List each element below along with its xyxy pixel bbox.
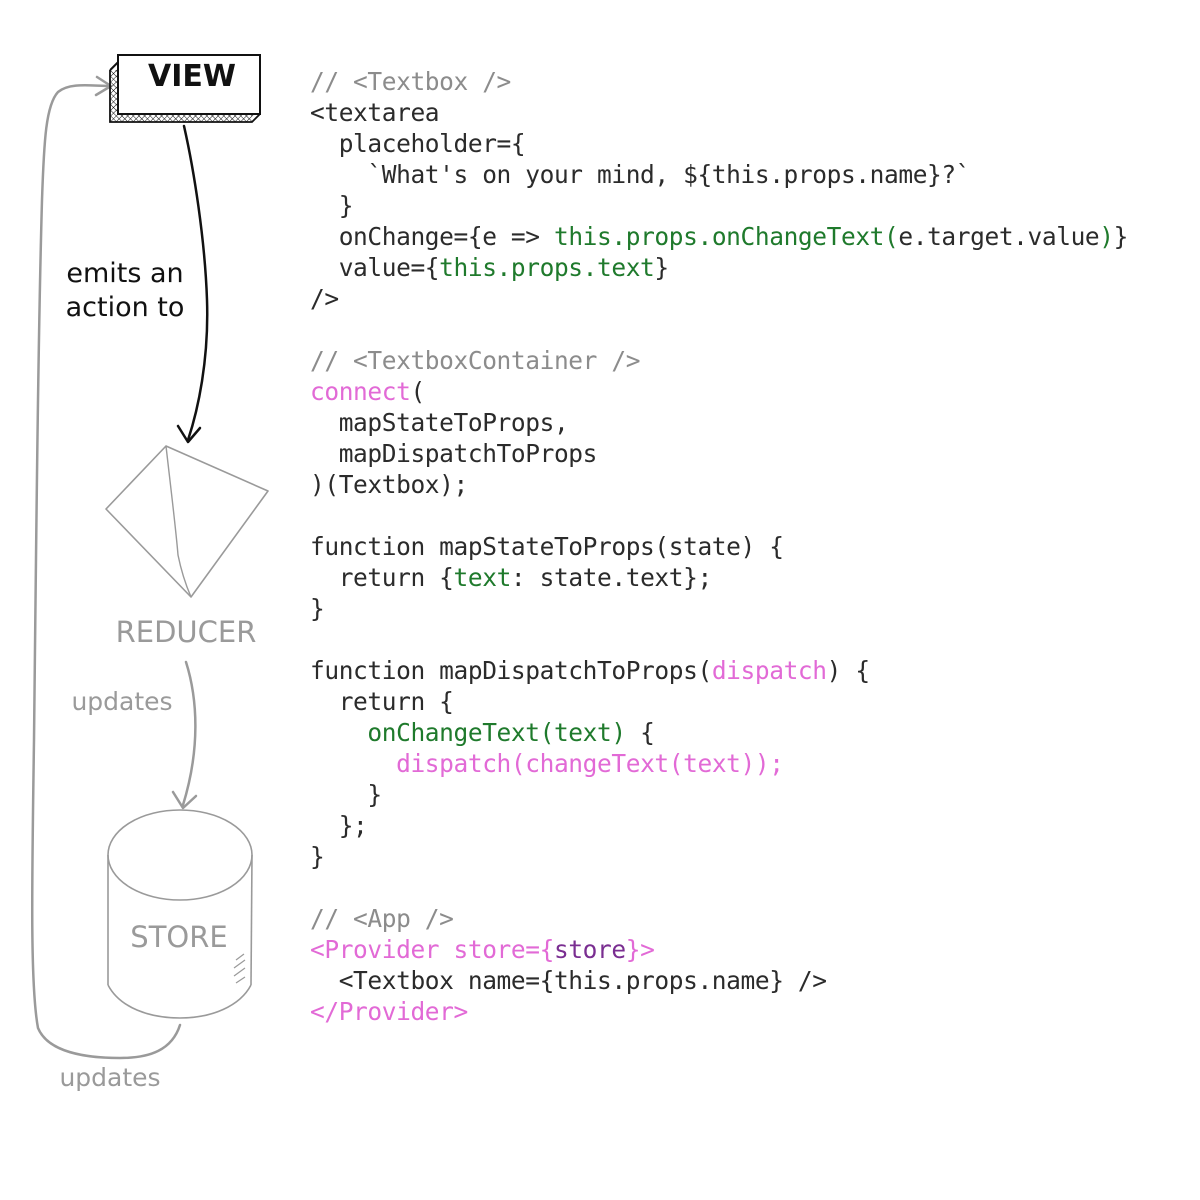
emits-label-line1: emits an [66,258,183,289]
code-line: value={this.props.text} [310,252,1128,283]
code-token: return { [310,563,454,592]
code-line: <Provider store={store}> [310,934,1128,965]
updates-label-2: updates [59,1063,160,1092]
code-token: { [625,718,655,747]
code-line: } [310,593,1128,624]
code-token: } [310,594,325,623]
code-token: } [1113,222,1129,251]
code-token: } [310,191,354,220]
code-token: <Provider store={ [310,935,554,964]
view-box: VIEW [109,54,261,123]
code-token: </Provider> [310,997,468,1026]
code-token: <Textbox name={this.props.name} /> [310,966,827,995]
store-to-view-arrow [30,75,182,1060]
code-token: /> [310,284,339,313]
code-token: placeholder={ [310,129,526,158]
code-token: } [310,780,382,809]
code-token: return { [310,687,454,716]
code-token: : state.text}; [510,563,712,592]
code-line: </Provider> [310,996,1128,1027]
view-label: VIEW [148,59,236,94]
code-line [310,500,1128,531]
code-token: }> [625,935,655,964]
view-to-reducer-arrow [176,124,209,444]
code-token: // <Textbox /> [310,67,511,96]
code-token [310,749,396,778]
code-line: onChangeText(text) { [310,717,1128,748]
reducer-to-store-arrow [171,660,198,810]
reducer-shape [105,445,269,598]
code-token: dispatch(changeText(text)); [396,749,784,778]
code-line: // <App /> [310,903,1128,934]
code-line: }; [310,810,1128,841]
code-token: `What's on your mind, ${this.props.name}… [310,160,971,189]
code-line [310,624,1128,655]
code-line [310,314,1128,345]
code-token: function mapDispatchToProps( [310,656,712,685]
updates-label-1: updates [71,687,172,716]
code-line: // <Textbox /> [310,66,1128,97]
code-line: function mapStateToProps(state) { [310,531,1128,562]
code-line: <Textbox name={this.props.name} /> [310,965,1128,996]
redux-flow-diagram: VIEW emits an action to REDUCER updates … [30,54,269,1092]
code-token [310,718,367,747]
code-line: onChange={e => this.props.onChangeText(e… [310,221,1129,252]
code-line: dispatch(changeText(text)); [310,748,1128,779]
code-token: this.props.onChangeText( [553,222,899,251]
code-token: store [553,935,626,964]
code-line: )(Textbox); [310,469,1128,500]
code-token: e.target.value [898,222,1100,251]
emits-label-line2: action to [66,292,185,323]
code-line: placeholder={ [310,128,1128,159]
code-token: } [654,253,669,282]
code-line: } [310,779,1128,810]
code-token: // <TextboxContainer /> [310,346,641,375]
code-token: ) { [826,656,870,685]
code-line: `What's on your mind, ${this.props.name}… [310,159,1128,190]
code-token: <textarea [310,98,440,127]
code-token: } [310,842,325,871]
code-token: onChangeText(text) [367,718,626,747]
code-line: } [310,190,1128,221]
code-token: this.props.text [439,253,655,282]
code-line [310,872,1128,903]
reducer-label: REDUCER [116,615,257,649]
code-token: function mapStateToProps(state) { [310,532,784,561]
code-block: // <Textbox /><textarea placeholder={ `W… [310,66,1128,1027]
code-line: function mapDispatchToProps(dispatch) { [310,655,1128,686]
code-token: ) [1099,222,1114,251]
code-token: connect [310,377,411,406]
code-token: ( [410,377,425,406]
code-token: value={ [310,253,440,282]
code-token: )(Textbox); [310,470,468,499]
code-line: } [310,841,1128,872]
code-line: return {text: state.text}; [310,562,1128,593]
code-line: <textarea [310,97,1128,128]
store-label: STORE [130,920,227,954]
code-token: text [453,563,512,592]
code-token: }; [310,811,368,840]
code-token: mapStateToProps, [310,408,569,437]
store-cylinder [107,809,253,1019]
code-line: connect( [310,376,1128,407]
code-token: onChange={e => [310,222,554,251]
code-token: mapDispatchToProps [310,439,598,468]
code-token: dispatch [711,656,827,685]
code-line: /> [310,283,1128,314]
code-token: // <App /> [310,904,454,933]
code-line: mapDispatchToProps [310,438,1128,469]
code-line: mapStateToProps, [310,407,1128,438]
code-line: // <TextboxContainer /> [310,345,1128,376]
code-line: return { [310,686,1128,717]
